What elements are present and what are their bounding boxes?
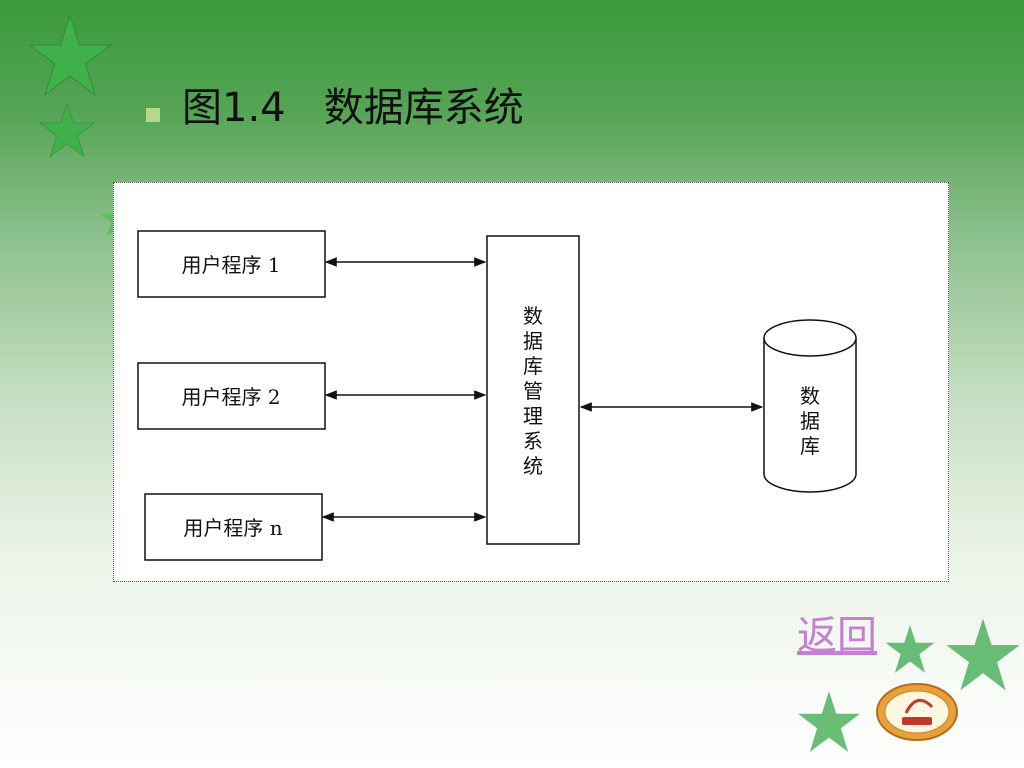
app-box-1: 用户程序 1 xyxy=(137,230,326,298)
database-system-diagram: 用户程序 1 用户程序 2 用户程序 n 数 据 库 管 理 系 统 xyxy=(113,182,949,582)
dbms-char: 管 xyxy=(523,379,543,403)
dbms-box: 数 据 库 管 理 系 统 xyxy=(486,235,580,545)
slide-title: 图1.4 数据库系统 xyxy=(182,85,524,131)
app-label-1: 用户程序 1 xyxy=(181,253,280,277)
star-icon xyxy=(885,625,935,673)
database-cylinder: 数 据 库 xyxy=(763,319,857,493)
database-char: 据 xyxy=(800,409,820,433)
star-icon xyxy=(797,691,861,753)
dbms-char: 库 xyxy=(523,354,543,378)
school-logo-icon xyxy=(876,683,958,741)
dbms-char: 系 xyxy=(523,429,543,453)
dbms-char: 据 xyxy=(523,329,543,353)
dbms-char: 理 xyxy=(523,404,543,428)
star-icon xyxy=(28,14,112,96)
star-icon xyxy=(946,618,1020,691)
app-label-n: 用户程序 n xyxy=(183,516,282,540)
return-link[interactable]: 返回 xyxy=(797,613,877,659)
app-box-2: 用户程序 2 xyxy=(137,362,326,430)
bullet-square-icon xyxy=(146,108,160,122)
database-char: 库 xyxy=(800,434,820,458)
app-label-2: 用户程序 2 xyxy=(181,385,280,409)
star-icon xyxy=(38,102,96,158)
database-char: 数 xyxy=(800,384,820,408)
dbms-char: 数 xyxy=(523,304,543,328)
app-box-n: 用户程序 n xyxy=(144,493,323,561)
dbms-char: 统 xyxy=(523,454,543,478)
